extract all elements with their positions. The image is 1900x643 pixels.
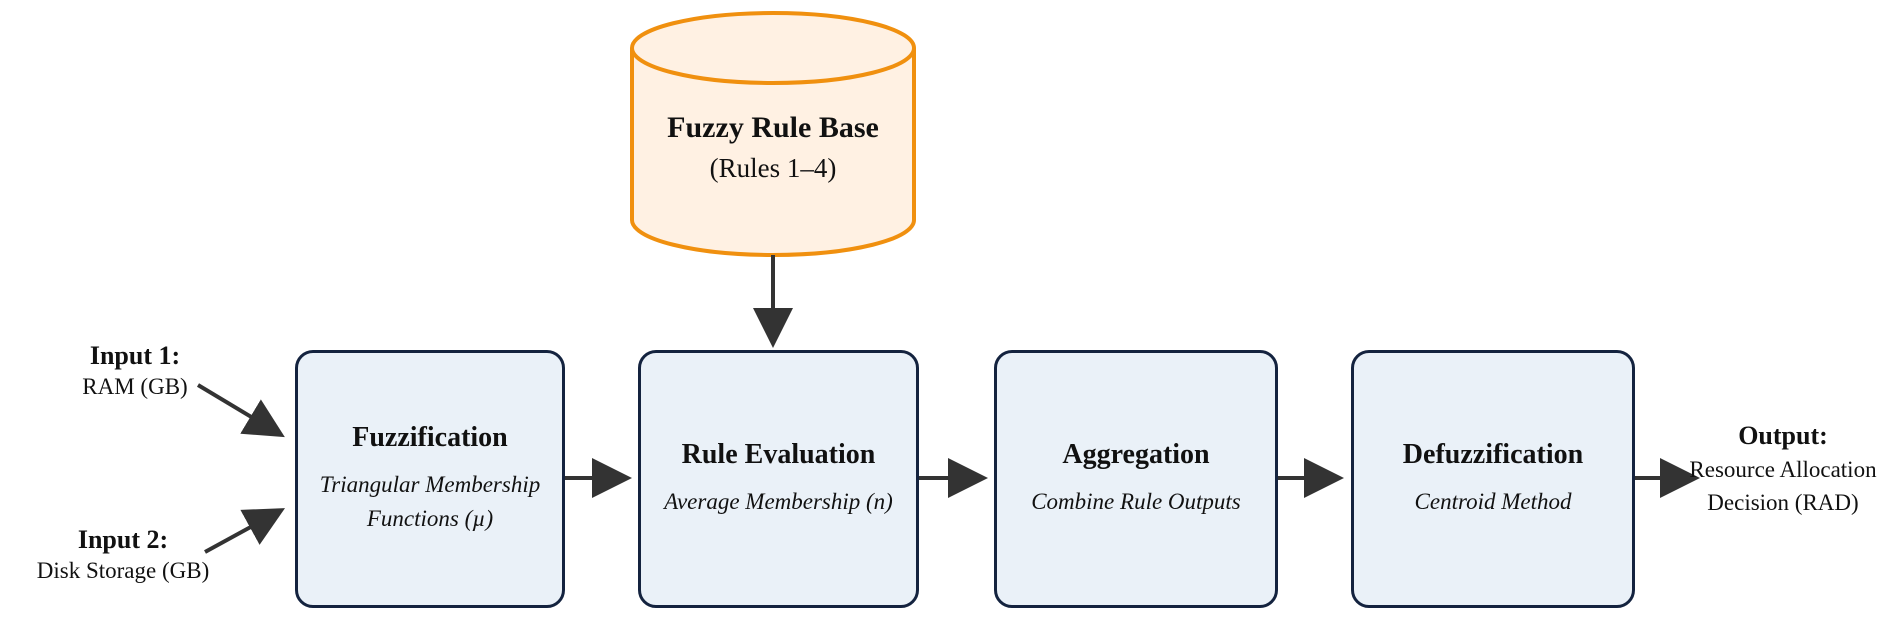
stage-rule-evaluation: Rule Evaluation Average Membership (n) — [638, 350, 919, 608]
output-title: Output: — [1738, 421, 1828, 450]
stage-defuzzification-title: Defuzzification — [1402, 438, 1584, 470]
input-2-title: Input 2: — [77, 525, 169, 554]
input-1-title: Input 1: — [89, 341, 181, 370]
output-subtitle: Resource Allocation Decision (RAD) — [1689, 456, 1877, 515]
input-2: Input 2: Disk Storage (GB) — [0, 524, 246, 585]
stage-fuzzification-subtitle: Triangular Membership Functions (µ) — [319, 471, 541, 532]
stage-aggregation-title: Aggregation — [1062, 438, 1210, 470]
stage-aggregation: Aggregation Combine Rule Outputs — [994, 350, 1278, 608]
input-1: Input 1: RAM (GB) — [20, 340, 250, 401]
stage-defuzzification: Defuzzification Centroid Method — [1351, 350, 1635, 608]
output: Output: Resource Allocation Decision (RA… — [1670, 420, 1896, 519]
rule-base-title: Fuzzy Rule Base — [667, 111, 879, 144]
rule-base-cylinder — [630, 11, 916, 257]
arrow-input2-to-fuzzification — [204, 508, 286, 554]
stage-aggregation-subtitle: Combine Rule Outputs — [1031, 488, 1241, 514]
stage-fuzzification-title: Fuzzification — [352, 421, 508, 453]
arrow-input1-to-fuzzification — [196, 383, 285, 438]
input-2-subtitle: Disk Storage (GB) — [36, 557, 210, 583]
stage-defuzzification-subtitle: Centroid Method — [1414, 488, 1572, 514]
stage-rule-evaluation-subtitle: Average Membership (n) — [664, 488, 893, 514]
stage-rule-evaluation-title: Rule Evaluation — [681, 438, 876, 470]
rule-base-label: Fuzzy Rule Base (Rules 1–4) — [628, 108, 918, 190]
input-1-subtitle: RAM (GB) — [82, 373, 188, 399]
rule-base-subtitle: (Rules 1–4) — [709, 153, 837, 183]
stage-fuzzification: Fuzzification Triangular Membership Func… — [295, 350, 565, 608]
